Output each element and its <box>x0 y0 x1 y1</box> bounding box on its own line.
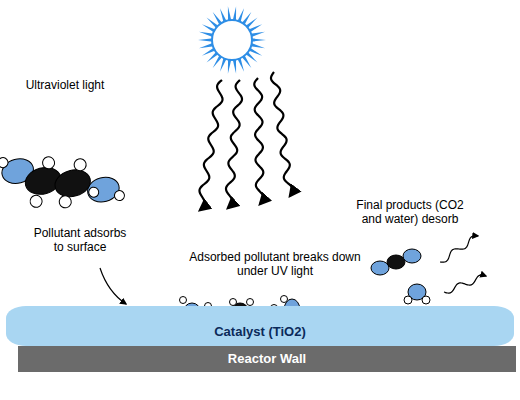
reactor-wall: Reactor Wall <box>18 346 516 372</box>
product-molecules <box>371 249 430 304</box>
desorb-arrow <box>440 236 486 293</box>
sun-icon <box>198 6 266 74</box>
band-label: Reactor Wall <box>22 351 512 366</box>
annotation-label: Adsorbed pollutant breaks down under UV … <box>175 250 375 278</box>
annotation-label: Pollutant adsorbs to surface <box>30 226 130 254</box>
pollutant-molecule <box>0 130 126 229</box>
catalyst-band: Catalyst (TiO2) <box>6 306 514 346</box>
adsorb-arrow <box>100 268 126 304</box>
annotation-label: Ultraviolet light <box>20 78 110 92</box>
band-label: Catalyst (TiO2) <box>10 324 510 339</box>
annotation-label: Final products (CO2 and water) desorb <box>350 198 470 226</box>
uv-ray <box>199 72 293 210</box>
